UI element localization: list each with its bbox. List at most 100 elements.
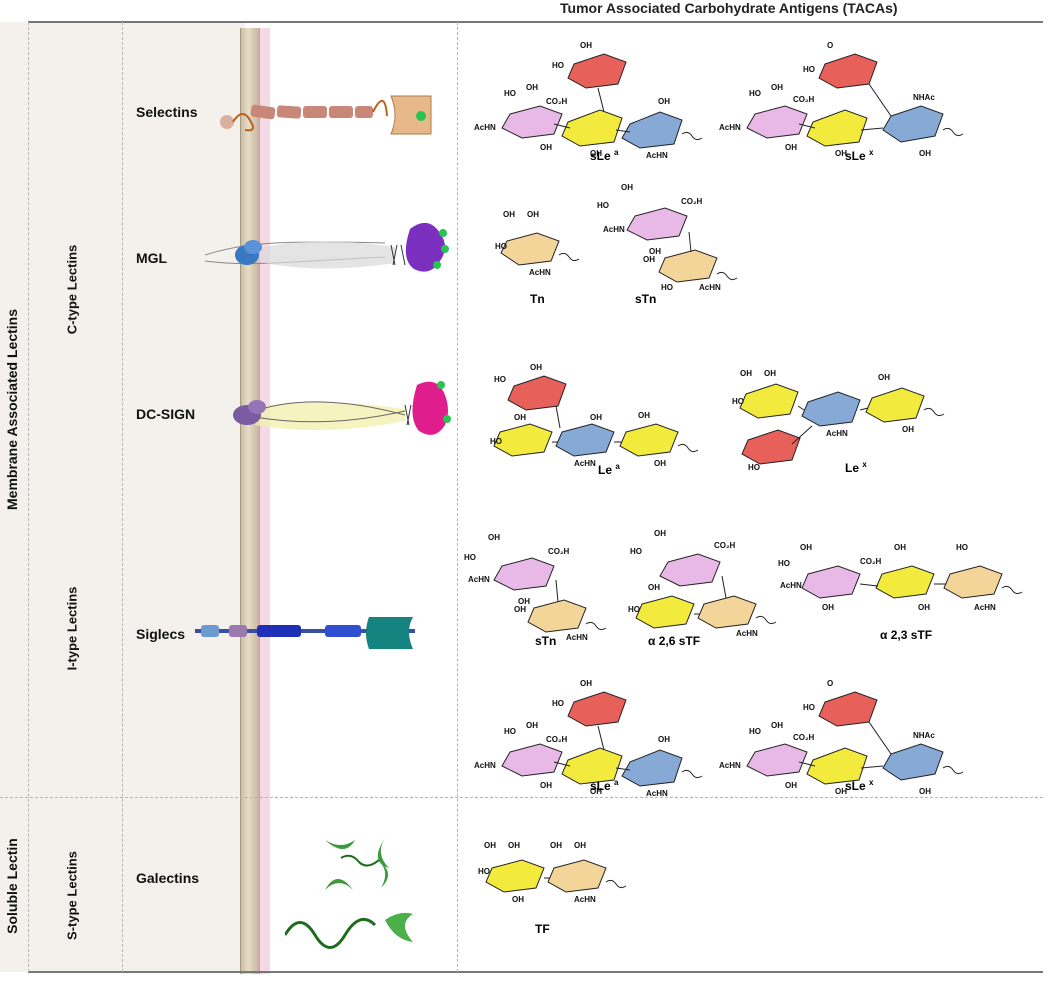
svg-text:OH: OH	[621, 183, 633, 192]
svg-text:OH: OH	[512, 895, 524, 904]
svg-text:CO₂H: CO₂H	[548, 547, 570, 556]
svg-text:OH: OH	[484, 841, 496, 850]
lea-caption: Le a	[598, 462, 620, 477]
svg-text:HO: HO	[803, 703, 815, 712]
svg-text:OH: OH	[488, 533, 500, 542]
stn-1-caption: sTn	[635, 292, 657, 306]
svg-text:OH: OH	[574, 841, 586, 850]
selectin-illustration	[220, 95, 432, 135]
svg-text:HO: HO	[956, 543, 968, 552]
antigen-sLea-2: HO OH AcHN OH CO₂H OH OH AcHN OH HO	[470, 676, 720, 798]
svg-text:OH: OH	[648, 583, 660, 592]
svg-text:HO: HO	[495, 242, 507, 251]
svg-text:HO: HO	[749, 727, 761, 736]
svg-text:OH: OH	[771, 721, 783, 730]
antigen-lea: OH HO OH OH HO AcHN OH OH	[490, 362, 710, 468]
svg-text:OH: OH	[580, 41, 592, 50]
svg-text:OH: OH	[894, 543, 906, 552]
svg-text:HO: HO	[478, 867, 490, 876]
svg-text:AcHN: AcHN	[529, 268, 551, 277]
svg-text:HO: HO	[628, 605, 640, 614]
svg-text:OH: OH	[503, 210, 515, 219]
tn-caption: Tn	[530, 292, 545, 306]
divider-antigen	[457, 22, 458, 972]
svg-text:AcHN: AcHN	[699, 283, 721, 292]
galectin-illustration	[285, 838, 413, 949]
antigen-a26stf: HO OH CO₂H OH HO AcHN	[628, 528, 778, 638]
membrane-pink-band	[258, 28, 270, 974]
svg-text:OH: OH	[658, 97, 670, 106]
sLea-2-caption: sLe a	[590, 778, 619, 793]
svg-text:OH: OH	[530, 363, 542, 372]
svg-text:OH: OH	[540, 781, 552, 790]
lex-caption: Le x	[845, 460, 867, 475]
svg-text:AcHN: AcHN	[826, 429, 848, 438]
svg-text:HO: HO	[552, 699, 564, 708]
svg-text:OH: OH	[514, 413, 526, 422]
svg-text:HO: HO	[504, 89, 516, 98]
siglec-illustration	[195, 617, 415, 649]
svg-text:AcHN: AcHN	[474, 761, 496, 770]
svg-text:OH: OH	[526, 721, 538, 730]
svg-text:NHAc: NHAc	[913, 93, 935, 102]
svg-text:OH: OH	[919, 149, 931, 158]
svg-text:OH: OH	[919, 787, 931, 796]
svg-text:CO₂H: CO₂H	[681, 197, 703, 206]
bottom-border	[28, 971, 1043, 973]
mgl-label: MGL	[136, 250, 168, 266]
svg-text:AcHN: AcHN	[566, 633, 588, 642]
svg-text:OH: OH	[764, 369, 776, 378]
svg-text:HO: HO	[464, 553, 476, 562]
stn-2-caption: sTn	[535, 634, 557, 648]
i-type-group-label: I-type Lectins	[64, 586, 80, 671]
svg-text:HO: HO	[494, 375, 506, 384]
svg-text:AcHN: AcHN	[474, 123, 496, 132]
svg-text:AcHN: AcHN	[736, 629, 758, 638]
svg-text:HO: HO	[748, 463, 760, 472]
svg-text:OH: OH	[878, 373, 890, 382]
svg-text:OH: OH	[514, 605, 526, 614]
svg-text:OH: OH	[785, 143, 797, 152]
sLea-1-caption: sLe a	[590, 148, 619, 163]
membrane-bilayer	[240, 28, 260, 974]
svg-text:OH: OH	[740, 369, 752, 378]
c-type-group-label: C-type Lectins	[64, 244, 80, 335]
svg-text:AcHN: AcHN	[574, 895, 596, 904]
antigen-sLex-2: HO OH AcHN OH CO₂H OH NHAc OH O HO	[715, 676, 985, 798]
antigen-sLea-1: HO OH AcHN OH CO₂H OH OH AcHN OH HO	[470, 38, 720, 160]
svg-text:AcHN: AcHN	[974, 603, 996, 612]
membrane-axis-label: Membrane Associated Lectins	[4, 309, 20, 510]
antigen-sLex-1: HO OH AcHN OH CO₂H OH NHAc OH O HO	[715, 38, 985, 160]
divider-inner	[122, 22, 123, 972]
svg-text:OH: OH	[643, 255, 655, 264]
svg-text:AcHN: AcHN	[468, 575, 490, 584]
svg-text:OH: OH	[918, 603, 930, 612]
svg-text:OH: OH	[800, 543, 812, 552]
svg-text:AcHN: AcHN	[719, 761, 741, 770]
mgl-illustration	[205, 222, 449, 272]
sLex-1-caption: sLe x	[845, 148, 874, 163]
svg-text:OH: OH	[835, 149, 847, 158]
soluble-axis-label: Soluble Lectin	[4, 838, 20, 934]
divider-outer	[28, 22, 29, 972]
svg-text:CO₂H: CO₂H	[860, 557, 882, 566]
antigen-lex: OH OH HO AcHN OH OH HO	[732, 369, 962, 472]
svg-text:HO: HO	[490, 437, 502, 446]
svg-text:CO₂H: CO₂H	[793, 733, 815, 742]
svg-text:CO₂H: CO₂H	[714, 541, 736, 550]
svg-text:OH: OH	[654, 459, 666, 468]
dcsign-illustration	[233, 381, 451, 435]
galectins-label: Galectins	[136, 870, 200, 886]
svg-text:OH: OH	[654, 529, 666, 538]
svg-text:OH: OH	[590, 413, 602, 422]
svg-text:OH: OH	[835, 787, 847, 796]
svg-text:OH: OH	[580, 679, 592, 688]
selectins-label: Selectins	[136, 104, 198, 120]
svg-text:OH: OH	[822, 603, 834, 612]
svg-text:HO: HO	[504, 727, 516, 736]
svg-text:AcHN: AcHN	[646, 789, 668, 798]
svg-text:OH: OH	[638, 411, 650, 420]
svg-text:OH: OH	[658, 735, 670, 744]
antigen-stn-2: HO OH AcHN OH CO₂H OH AcHN	[462, 532, 622, 642]
a23stf-caption: α 2,3 sTF	[880, 628, 933, 642]
